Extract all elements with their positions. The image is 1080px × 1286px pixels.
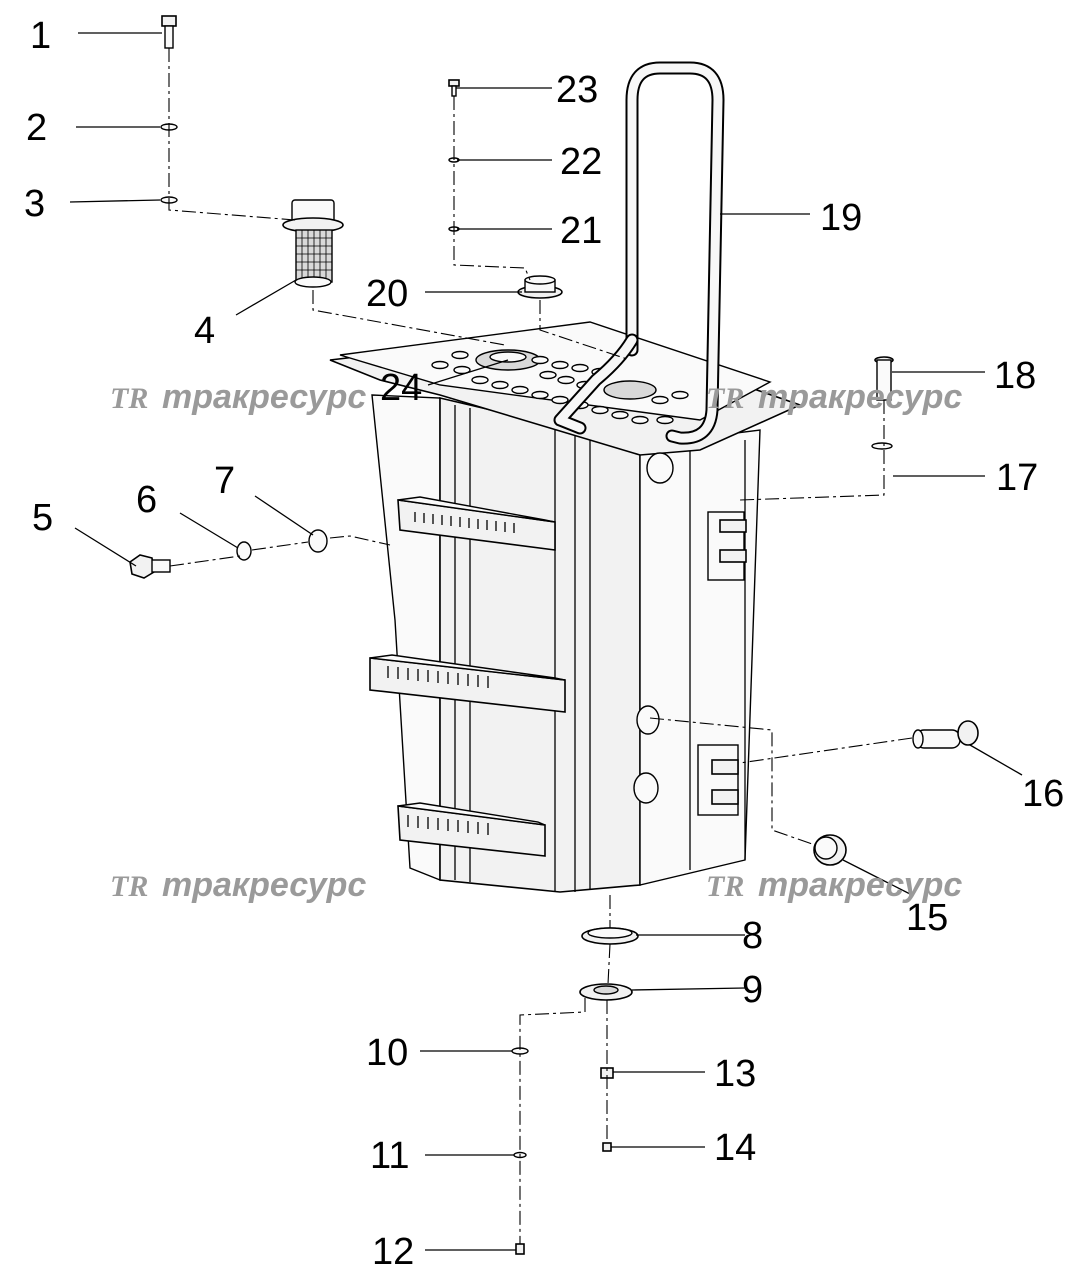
part-screw-12 [515,1243,525,1255]
callout-16: 16 [1022,773,1064,815]
callout-5: 5 [32,497,53,539]
callout-1: 1 [30,15,51,57]
callout-19: 19 [820,197,862,239]
callout-4: 4 [194,310,215,352]
watermark-text: тракресурс [162,866,366,904]
callout-11: 11 [370,1135,409,1177]
step-bottom [397,802,546,857]
callout-9: 9 [742,969,763,1011]
part-cap-20 [517,275,563,299]
callout-21: 21 [560,210,602,252]
callout-15: 15 [906,897,948,939]
callout-6: 6 [136,479,157,521]
watermark-logo: TR [110,870,148,903]
callout-23: 23 [556,69,598,111]
leader-lines [69,32,1023,1251]
callout-12: 12 [372,1231,414,1273]
step-top [397,496,556,551]
callout-24: 24 [380,367,422,409]
watermark-bottom-right: TR тракресурс [706,866,962,904]
callout-8: 8 [742,915,763,957]
watermark-bottom-left: TR тракресурс [110,866,366,904]
callout-3: 3 [24,183,45,225]
watermark-text: тракресурс [758,866,962,904]
callout-10: 10 [366,1032,408,1074]
callout-17: 17 [996,457,1038,499]
upper-hinge-bracket [707,511,747,581]
part-washer-6 [236,541,252,561]
callout-20: 20 [366,273,408,315]
tank-body [329,321,803,893]
callout-labels: 1 2 3 4 5 6 7 8 9 10 11 12 13 14 15 16 1… [24,15,1064,1273]
watermark-text: тракресурс [758,378,962,416]
handrail [553,61,725,445]
step-slots [387,512,515,835]
lower-hinge-bracket [697,744,739,816]
part-filter-4 [282,199,344,288]
part-nut-14 [602,1142,612,1152]
watermark-logo: TR [706,382,744,415]
watermark-logo: TR [110,382,148,415]
watermark-logo: TR [706,870,744,903]
callout-13: 13 [714,1053,756,1095]
callout-2: 2 [26,107,47,149]
watermark-top-left: TR тракресурс [110,378,366,416]
part-washer-7 [308,529,328,553]
callout-14: 14 [714,1127,756,1169]
watermark-top-right: TR тракресурс [706,378,962,416]
part-bolt-1 [161,15,177,49]
callout-18: 18 [994,355,1036,397]
watermark-text: тракресурс [162,378,366,416]
part-washer-17 [871,442,893,450]
part-flange-9 [579,983,633,1001]
part-plug-15 [813,834,847,866]
part-ring-8 [581,927,639,945]
assembly-lines [168,48,913,1244]
callout-22: 22 [560,141,602,183]
part-pin-16 [912,720,979,749]
part-bolt-5 [129,554,171,579]
callout-7: 7 [214,460,235,502]
